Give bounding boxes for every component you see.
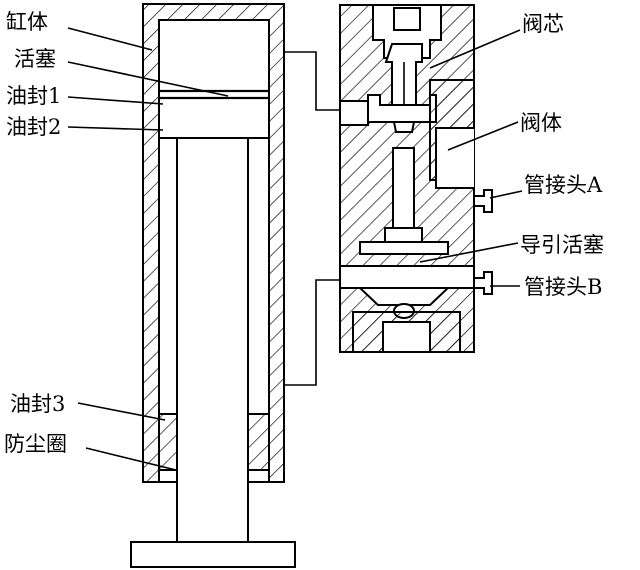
leader-dust-ring: [85, 447, 177, 471]
upper-connection-line: [284, 51, 340, 111]
lower-connection-line: [284, 279, 340, 386]
valve-central-passage: [392, 147, 415, 229]
valve-top-cap: [393, 7, 421, 31]
label-valve-body: 阀体: [520, 111, 562, 135]
label-piston: 活塞: [14, 47, 56, 71]
valve-assembly: [339, 4, 493, 353]
leader-valve-body: [447, 121, 519, 151]
valve-port-left-upper: [339, 100, 369, 126]
piston-rod: [176, 137, 249, 543]
oil-seal-3-right: [247, 413, 270, 471]
leader-oil-seal-2: [67, 126, 164, 131]
label-oil-seal-1: 油封1: [6, 84, 61, 108]
label-valve-core: 阀芯: [522, 12, 564, 36]
valve-right-cavity: [435, 127, 474, 189]
cylinder-assembly: [130, 3, 296, 568]
label-cylinder-body: 缸体: [6, 10, 48, 34]
pipe-joint-b: [473, 271, 493, 295]
valve-bottom-slot: [382, 321, 431, 353]
leader-pipe-joint-a: [489, 190, 523, 199]
leader-cylinder-body: [67, 27, 153, 51]
label-pipe-joint-b: 管接头B: [524, 275, 602, 299]
pilot-piston-cone: [357, 287, 451, 306]
oil-seal-3-left: [158, 413, 178, 471]
piston: [158, 19, 270, 139]
label-oil-seal-2: 油封2: [6, 115, 61, 139]
label-oil-seal-3: 油封3: [10, 392, 65, 416]
label-pipe-joint-a: 管接头A: [524, 173, 603, 197]
leader-pilot-piston: [419, 242, 519, 263]
leader-oil-seal-3: [77, 402, 166, 421]
leader-valve-core: [429, 29, 521, 69]
leader-oil-seal-1: [67, 96, 164, 105]
pilot-piston: [339, 265, 475, 289]
base-plate: [130, 541, 296, 568]
pipe-joint-a: [473, 189, 493, 213]
valve-top-cavity: [372, 4, 442, 59]
label-dust-ring: 防尘圈: [4, 432, 67, 456]
pilot-piston-head: [359, 241, 449, 255]
label-pilot-piston: 导引活塞: [520, 233, 604, 257]
pilot-piston-stem: [384, 227, 423, 243]
leader-piston: [67, 61, 229, 97]
